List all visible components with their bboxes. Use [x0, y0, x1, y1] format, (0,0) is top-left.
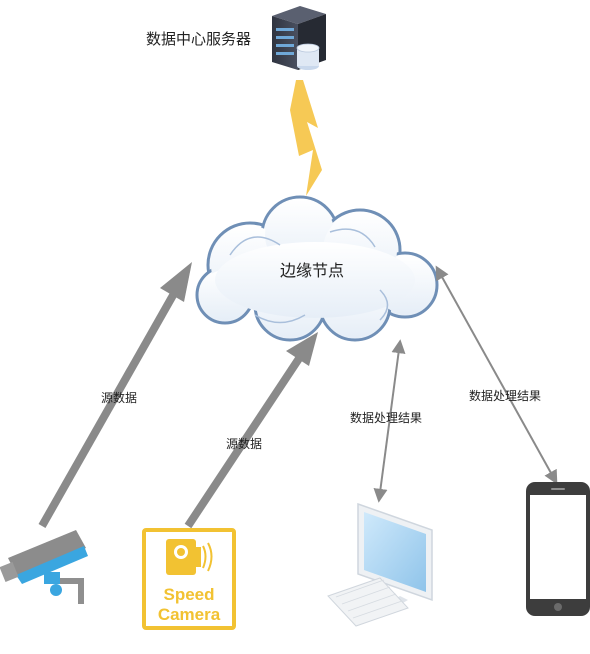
monitor-link-label: 数据处理结果	[350, 410, 422, 425]
server-icon	[272, 6, 326, 70]
smartphone-icon	[526, 482, 590, 616]
monitor-icon	[327, 502, 433, 627]
cctv-to-edge-arrow	[38, 262, 192, 528]
speed-camera-line2: Camera	[158, 605, 221, 624]
cctv-camera-icon	[0, 530, 88, 604]
server-label: 数据中心服务器	[146, 30, 251, 48]
edge-to-monitor-arrow	[373, 339, 406, 503]
edge-to-phone-arrow	[435, 265, 558, 485]
speedcam-link-label: 源数据	[226, 436, 262, 451]
edge-node-cloud-icon	[195, 195, 439, 342]
camera-icon	[166, 539, 213, 575]
speedcam-to-edge-arrow	[184, 332, 318, 529]
edge-node-label: 边缘节点	[280, 261, 344, 280]
phone-link-label: 数据处理结果	[469, 388, 541, 403]
cctv-link-label: 源数据	[101, 390, 137, 405]
speed-camera-sign: Speed Camera	[142, 528, 236, 630]
lightning-link-icon	[290, 80, 322, 196]
speed-camera-line1: Speed	[163, 585, 214, 604]
